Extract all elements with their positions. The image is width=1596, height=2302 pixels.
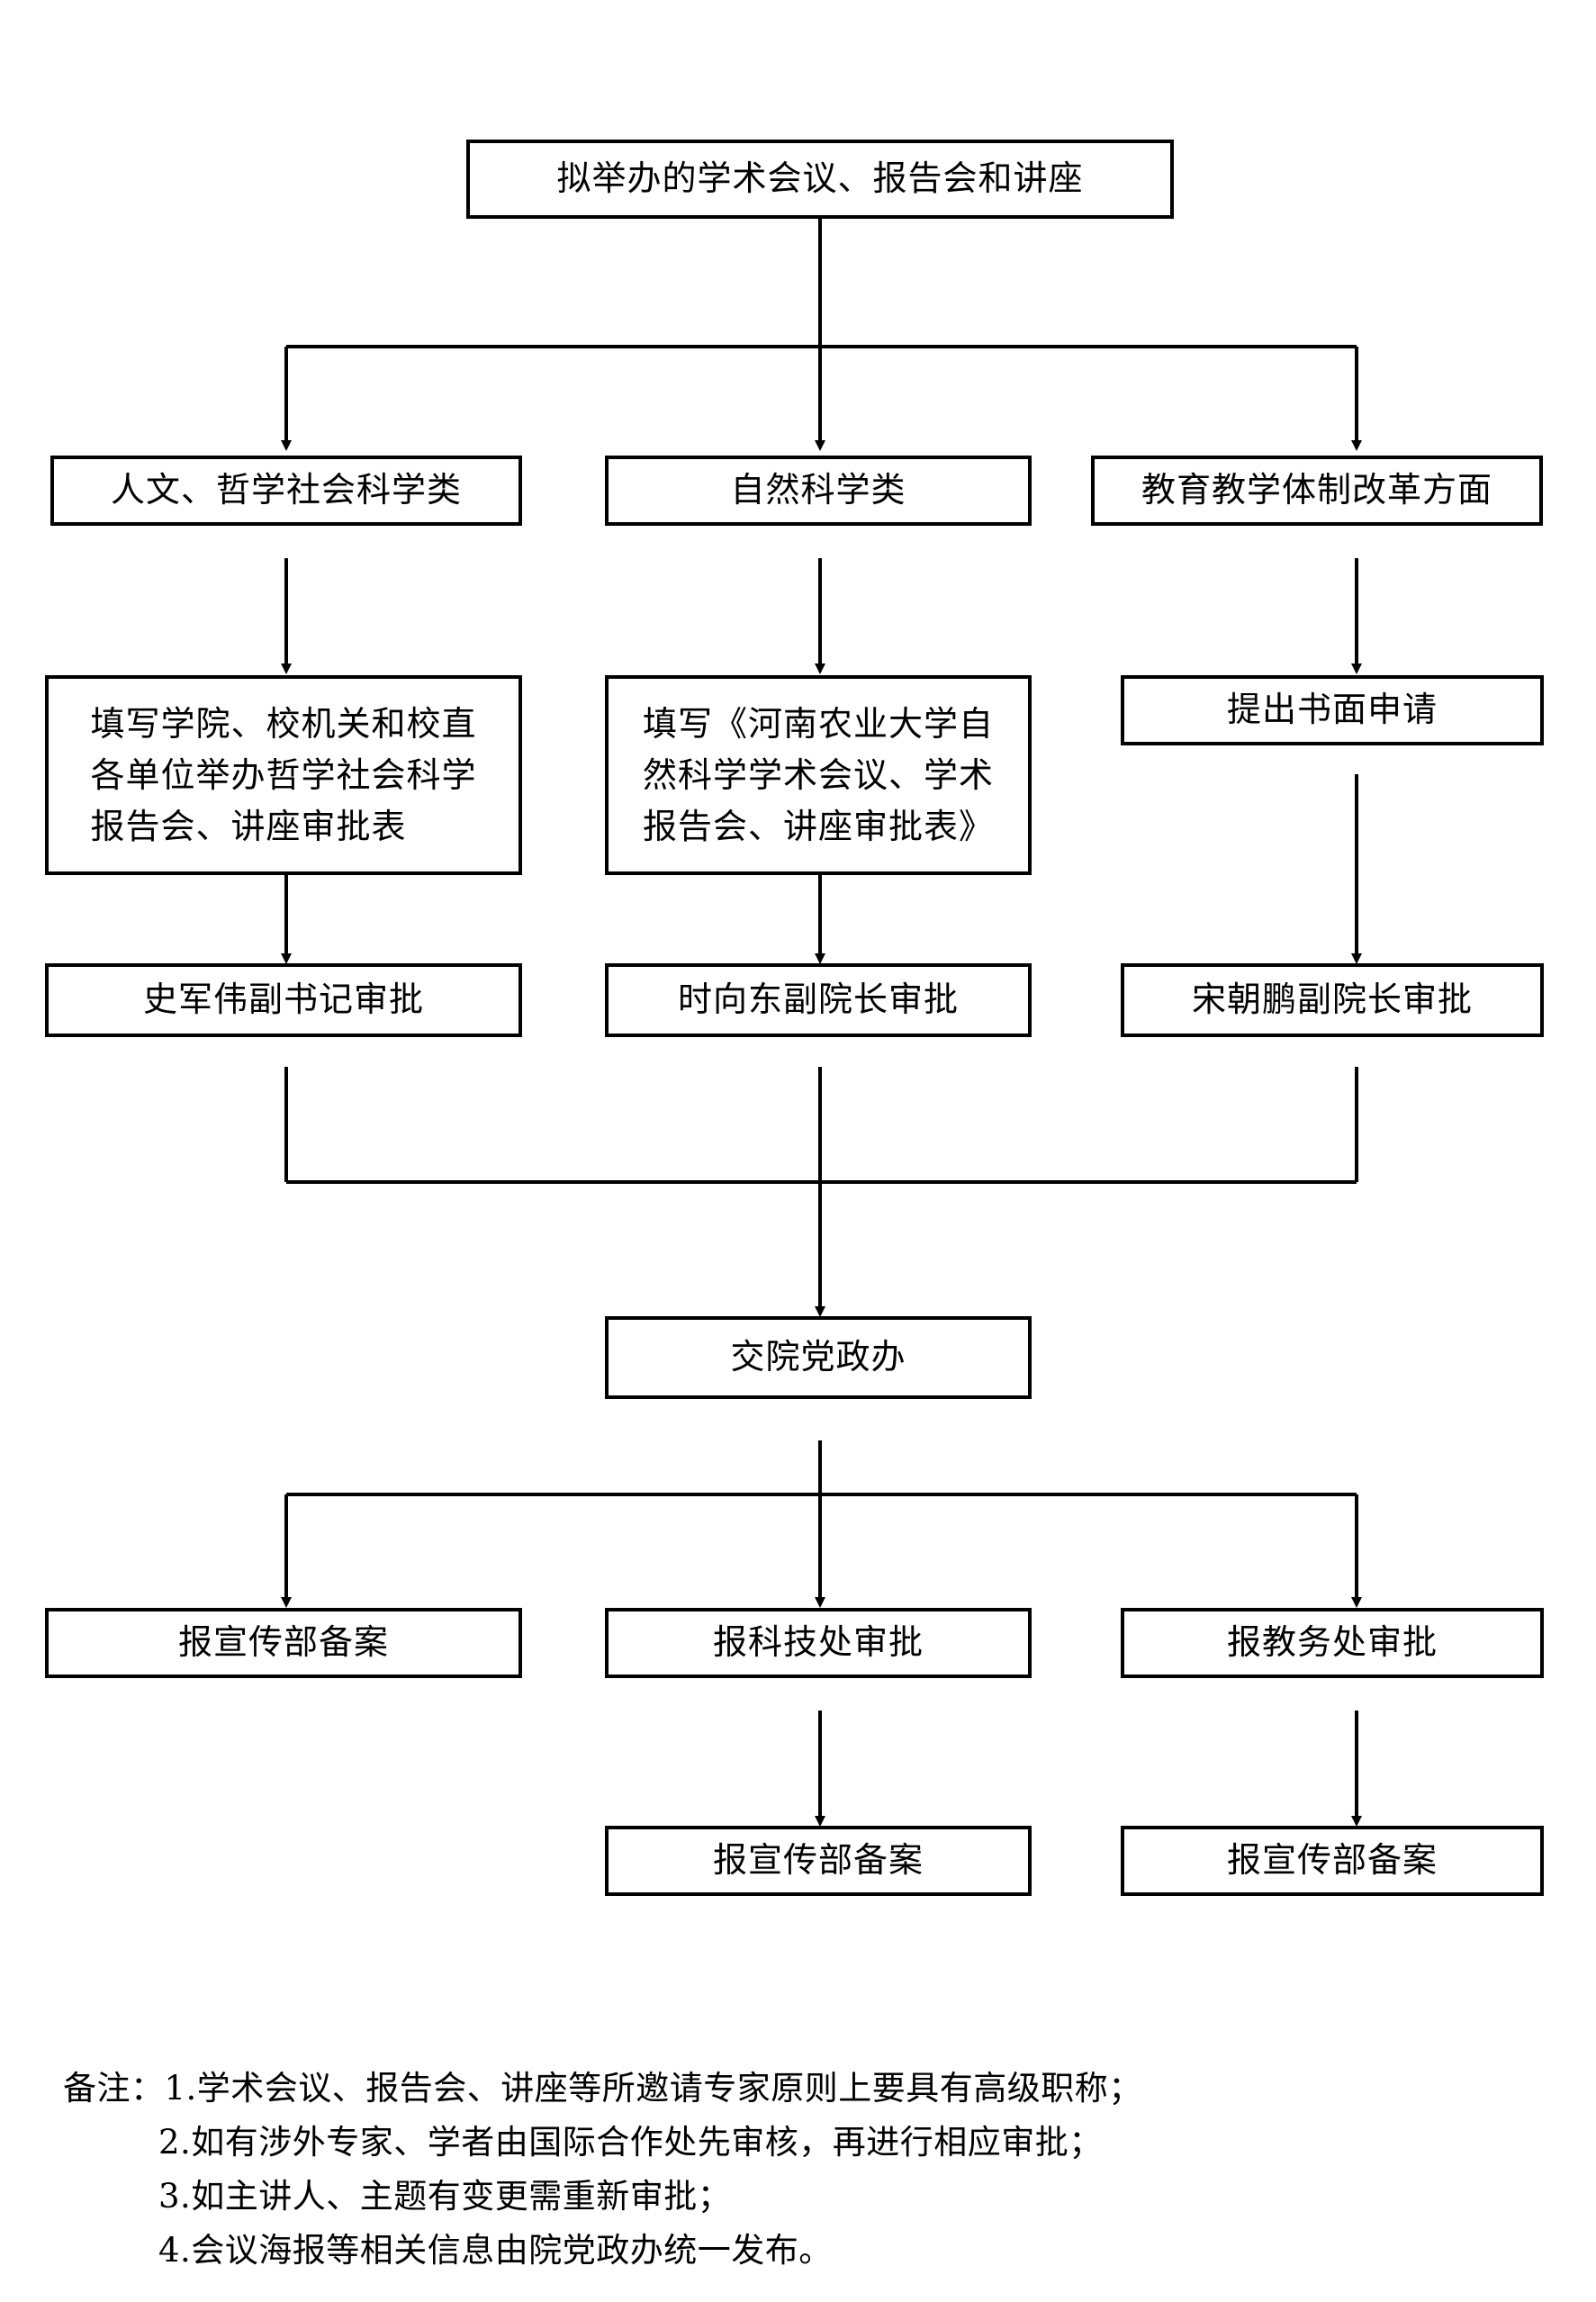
node-form-written-application-label: 提出书面申请: [1226, 690, 1438, 730]
node-dispatch-propaganda[interactable]: 报宣传部备案: [45, 1608, 522, 1678]
node-form-natural-science-label: 填写《河南农业大学自 然科学学术会议、学术 报告会、讲座审批表》: [642, 703, 994, 846]
node-branch-natural-science[interactable]: 自然科学类: [605, 456, 1032, 526]
node-start[interactable]: 拟举办的学术会议、报告会和讲座: [466, 140, 1174, 219]
node-submit-party-office-label: 交院党政办: [730, 1337, 906, 1377]
note-line-1: 备注：1.学术会议、报告会、讲座等所邀请专家原则上要具有高级职称；: [63, 2069, 1142, 2108]
node-approval-shi-junwei-label: 史军伟副书记审批: [142, 979, 424, 1020]
node-final-propaganda-center-label: 报宣传部备案: [712, 1840, 924, 1881]
node-final-propaganda-center[interactable]: 报宣传部备案: [605, 1826, 1032, 1896]
node-approval-shi-xiangdong-label: 时向东副院长审批: [677, 979, 959, 1020]
node-dispatch-academic-affairs-label: 报教务处审批: [1226, 1622, 1438, 1663]
node-submit-party-office[interactable]: 交院党政办: [605, 1316, 1032, 1399]
node-approval-shi-xiangdong[interactable]: 时向东副院长审批: [605, 963, 1032, 1037]
node-form-humanities[interactable]: 填写学院、校机关和校直 各单位举办哲学社会科学 报告会、讲座审批表: [45, 675, 522, 875]
node-branch-humanities-label: 人文、哲学社会科学类: [110, 470, 462, 510]
node-dispatch-science-tech[interactable]: 报科技处审批: [605, 1608, 1032, 1678]
notes-block: 备注：1.学术会议、报告会、讲座等所邀请专家原则上要具有高级职称； 2.如有涉外…: [63, 2062, 1503, 2278]
node-final-propaganda-right-label: 报宣传部备案: [1226, 1840, 1438, 1881]
note-line-2: 2.如有涉外专家、学者由国际合作处先审核，再进行相应审批；: [158, 2122, 1103, 2162]
node-final-propaganda-right[interactable]: 报宣传部备案: [1121, 1826, 1544, 1896]
node-branch-education-reform[interactable]: 教育教学体制改革方面: [1091, 456, 1543, 526]
node-branch-natural-science-label: 自然科学类: [730, 470, 906, 510]
note-line-3: 3.如主讲人、主题有变更需重新审批；: [158, 2176, 732, 2216]
node-dispatch-academic-affairs[interactable]: 报教务处审批: [1121, 1608, 1544, 1678]
node-branch-education-reform-label: 教育教学体制改革方面: [1141, 470, 1492, 510]
node-form-written-application[interactable]: 提出书面申请: [1121, 675, 1544, 745]
node-start-label: 拟举办的学术会议、报告会和讲座: [556, 158, 1084, 199]
node-branch-humanities[interactable]: 人文、哲学社会科学类: [50, 456, 522, 526]
node-form-natural-science[interactable]: 填写《河南农业大学自 然科学学术会议、学术 报告会、讲座审批表》: [605, 675, 1032, 875]
node-approval-song-chaopeng[interactable]: 宋朝鹏副院长审批: [1121, 963, 1544, 1037]
node-dispatch-science-tech-label: 报科技处审批: [712, 1622, 924, 1663]
note-line-4: 4.会议海报等相关信息由院党政办统一发布。: [158, 2230, 833, 2270]
node-approval-song-chaopeng-label: 宋朝鹏副院长审批: [1191, 979, 1473, 1020]
node-approval-shi-junwei[interactable]: 史军伟副书记审批: [45, 963, 522, 1037]
node-form-humanities-label: 填写学院、校机关和校直 各单位举办哲学社会科学 报告会、讲座审批表: [90, 703, 477, 846]
node-dispatch-propaganda-label: 报宣传部备案: [177, 1622, 389, 1663]
